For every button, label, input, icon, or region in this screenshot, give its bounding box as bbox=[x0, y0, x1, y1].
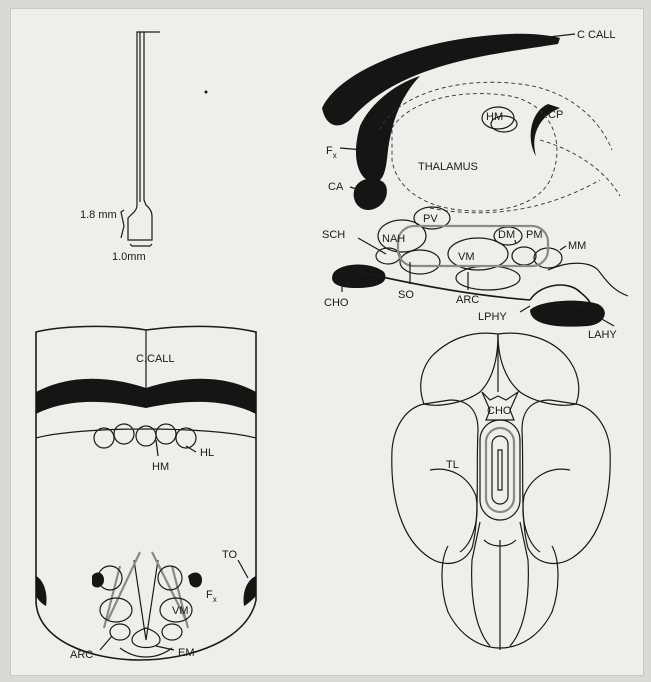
ventral-view: CHO TL bbox=[392, 333, 610, 650]
sag-ca-label: CA bbox=[328, 181, 344, 193]
sagittal-section: C CALL CP HM Fx THALAMUS CA PV SCH NAH D… bbox=[322, 29, 628, 341]
brainstem-outline bbox=[540, 140, 620, 196]
sag-lphy-label: LPHY bbox=[478, 311, 507, 323]
sag-pv-label: PV bbox=[423, 213, 438, 225]
sag-c-call-label: C CALL bbox=[577, 29, 616, 41]
sag-dm-label: DM bbox=[498, 229, 515, 241]
ventricle-floor bbox=[36, 429, 256, 438]
coronal-arc-label: ARC bbox=[70, 649, 93, 661]
needle-width-label: 1.0mm bbox=[112, 251, 146, 263]
coronal-base-curve bbox=[120, 648, 172, 657]
sag-sch-label: SCH bbox=[322, 229, 345, 241]
corpus-callosum bbox=[322, 34, 560, 126]
sag-arc-label: ARC bbox=[456, 294, 479, 306]
needle-length-label: 1.8 mm bbox=[80, 209, 117, 221]
coronal-to-leader bbox=[238, 560, 248, 578]
brainstem-ventral bbox=[548, 263, 628, 296]
sag-vm-label: VM bbox=[458, 251, 475, 263]
thalamus-outline bbox=[392, 94, 557, 211]
pituitary-posterior bbox=[530, 301, 605, 327]
left-hemisphere bbox=[392, 400, 478, 563]
coronal-hl-label: HL bbox=[200, 447, 214, 459]
sag-lahy-label: LAHY bbox=[588, 329, 617, 341]
hippocampus-right-1 bbox=[156, 424, 176, 444]
hypothalamus-lesion-ring bbox=[486, 428, 514, 512]
coronal-fx-dark-right bbox=[188, 573, 202, 588]
coronal-fx-label: Fx bbox=[206, 589, 217, 604]
coronal-c-call-label: C.CALL bbox=[136, 353, 175, 365]
hypothalamus-inner bbox=[492, 436, 508, 504]
sag-thalamus-label: THALAMUS bbox=[418, 161, 478, 173]
coronal-vm-label: VM bbox=[172, 605, 189, 617]
lesion-needle-diagram: 1.8 mm 1.0mm bbox=[80, 32, 160, 263]
needle-width-bracket bbox=[130, 244, 152, 246]
sag-pm-nucleus bbox=[512, 247, 536, 265]
right-olfactory-lobe bbox=[498, 333, 579, 405]
lahy-leader bbox=[600, 318, 614, 326]
optic-tract-left bbox=[36, 576, 47, 606]
sag-mm-label: MM bbox=[568, 240, 586, 252]
coronal-hm-leader bbox=[156, 440, 158, 456]
hippocampus-right-2 bbox=[176, 428, 196, 448]
sag-so-label: SO bbox=[398, 289, 414, 301]
coronal-hm-label: HM bbox=[152, 461, 169, 473]
coronal-em-label: EM bbox=[178, 647, 195, 659]
mm-leader bbox=[560, 246, 566, 250]
thalamus-outline-outer bbox=[380, 82, 612, 213]
anterior-commissure bbox=[354, 179, 387, 211]
optic-tract-right bbox=[244, 576, 257, 606]
sag-fx-label: Fx bbox=[326, 145, 337, 160]
lphy-leader bbox=[520, 306, 530, 312]
coronal-section: C.CALL HL HM TO Fx VM ARC EM bbox=[36, 326, 256, 661]
coronal-to-label: TO bbox=[222, 549, 238, 561]
right-hemisphere bbox=[522, 400, 610, 563]
coronal-arc-left bbox=[110, 624, 130, 640]
pons-right bbox=[510, 522, 528, 646]
sag-nah-label: NAH bbox=[382, 233, 405, 245]
sag-hm-label: HM bbox=[486, 111, 503, 123]
sag-pm-label: PM bbox=[526, 229, 543, 241]
print-speck bbox=[205, 91, 208, 94]
ventral-tl-label: TL bbox=[446, 459, 459, 471]
pons-left bbox=[472, 522, 490, 646]
temporal-lobe-right bbox=[523, 469, 570, 552]
ventral-cho-label: CHO bbox=[487, 405, 512, 417]
coronal-arc-leader bbox=[100, 636, 112, 650]
infundibular-stalk bbox=[498, 450, 502, 490]
left-olfactory-lobe bbox=[421, 333, 498, 405]
hippocampus-left-1 bbox=[94, 428, 114, 448]
hippocampus-left-2 bbox=[114, 424, 134, 444]
coronal-arc-right bbox=[162, 624, 182, 640]
sag-cho-label: CHO bbox=[324, 297, 349, 309]
needle-length-bracket bbox=[121, 210, 124, 238]
sag-cp-label: CP bbox=[548, 109, 563, 121]
sag-so-nucleus bbox=[400, 250, 440, 274]
coronal-fx-dark-left bbox=[92, 573, 104, 588]
temporal-lobe-left bbox=[430, 469, 477, 552]
